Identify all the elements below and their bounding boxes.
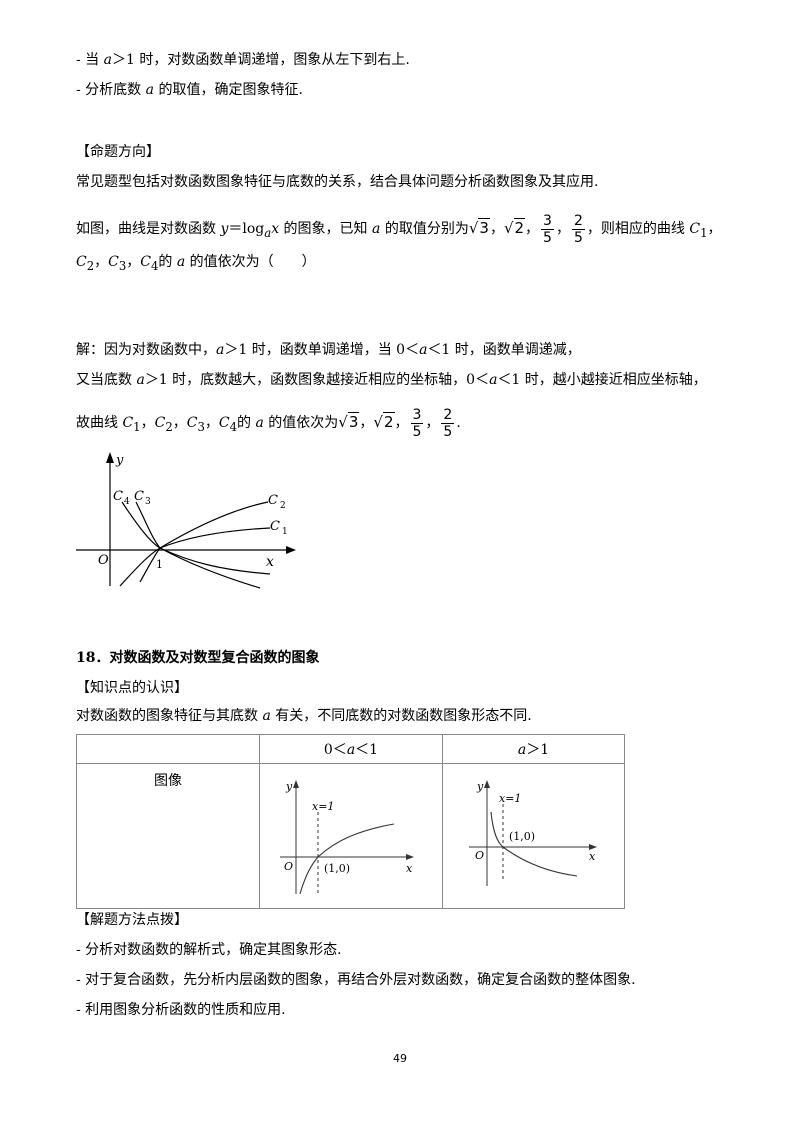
g2-label-o: O xyxy=(475,849,484,862)
g2-label-xeq: x=1 xyxy=(499,792,521,805)
knowledge-title: 【知识点的认识】 xyxy=(76,680,188,696)
solution-line-1: 解：因为对数函数中，a＞1 时，函数单调递增，当 0＜a＜1 时，函数单调递减， xyxy=(76,342,581,358)
label-c4-sub: 4 xyxy=(124,497,130,507)
method-title: 【解题方法点拨】 xyxy=(76,912,188,928)
g2-y-arrow xyxy=(484,780,490,788)
method-item-3: - 利用图象分析函数的性质和应用. xyxy=(76,1002,286,1018)
g1-label-xeq: x=1 xyxy=(312,800,334,813)
graph-decreasing: y x=1 O (1,0) x xyxy=(469,780,597,886)
page-number: 49 xyxy=(393,1052,407,1065)
g1-label-x: x xyxy=(406,862,413,875)
g1-x-arrow xyxy=(406,854,414,860)
graph-increasing: y x=1 O (1,0) x xyxy=(280,780,414,896)
sqrt-2: √2 xyxy=(503,218,526,237)
curve-c3 xyxy=(135,501,261,589)
label-origin: O xyxy=(98,553,109,568)
intro-line-1: - 当 a＞1 时，对数函数单调递增，图象从左下到右上. xyxy=(76,52,410,68)
section-18-title: 18．对数函数及对数型复合函数的图象 xyxy=(76,650,320,666)
label-c3-sub: 3 xyxy=(145,497,151,507)
g2-label-y: y xyxy=(476,780,484,793)
g1-label-y: y xyxy=(285,780,293,793)
intro-line-2: - 分析底数 a 的取值，确定图象特征. xyxy=(76,82,303,98)
sqrt-3: √3 xyxy=(338,412,360,431)
question-line-1: 如图，曲线是对数函数 y＝logax 的图象，已知 a 的取值分别为√3，√2，… xyxy=(76,212,722,246)
sqrt-2: √2 xyxy=(373,412,395,431)
g2-curve xyxy=(490,811,578,877)
label-c3: C xyxy=(134,489,144,504)
method-item-1: - 分析对数函数的解析式，确定其图象形态. xyxy=(76,942,342,958)
g2-label-pt: (1,0) xyxy=(509,830,535,843)
label-one: 1 xyxy=(156,558,163,571)
direction-title: 【命题方向】 xyxy=(76,144,160,160)
curve-c1 xyxy=(139,527,271,583)
solution-line-2: 又当底数 a＞1 时，底数越大，函数图象越接近相应的坐标轴，0＜a＜1 时，越小… xyxy=(76,372,707,388)
curve-c4 xyxy=(121,501,271,575)
row-label-cell: 图像 xyxy=(76,763,260,909)
label-c1-sub: 1 xyxy=(282,527,288,537)
question-line-2: C2，C3，C4的 a 的值依次为（ ） xyxy=(76,254,316,273)
y-axis-arrow xyxy=(106,452,114,463)
graph-cell-1: y x=1 O (1,0) x xyxy=(259,763,443,909)
label-c2: C xyxy=(268,493,278,508)
label-c2-sub: 2 xyxy=(280,501,286,511)
header-empty xyxy=(76,734,260,764)
graph-table: 0＜a＜1 a＞1 图像 y x=1 O (1,0) x xyxy=(76,734,625,909)
row-label: 图像 xyxy=(154,773,182,789)
knowledge-desc: 对数函数的图象特征与其底数 a 有关，不同底数的对数函数图象形态不同. xyxy=(76,708,532,724)
x-axis-arrow xyxy=(286,546,296,554)
g2-x-arrow xyxy=(589,844,597,850)
header-base-greater-than-1: a＞1 xyxy=(442,734,625,764)
label-x: x xyxy=(266,554,274,570)
curve-c2 xyxy=(119,501,269,587)
direction-text: 常见题型包括对数函数图象特征与底数的关系，结合具体问题分析函数图象及其应用. xyxy=(76,174,599,190)
g2-label-x: x xyxy=(589,850,596,863)
g1-y-arrow xyxy=(293,780,299,788)
label-c1: C xyxy=(270,519,280,534)
g1-label-o: O xyxy=(284,860,293,873)
log-curves-figure: y x O 1 C 4 C 3 C 2 C 1 xyxy=(76,452,296,589)
sqrt-3: √3 xyxy=(468,218,490,237)
header-base-less-than-1: 0＜a＜1 xyxy=(259,734,443,764)
g1-label-pt: (1,0) xyxy=(324,862,350,875)
label-c4: C xyxy=(113,489,123,504)
label-y: y xyxy=(115,453,124,468)
graph-cell-2: y x=1 O (1,0) x xyxy=(442,763,625,909)
g1-curve xyxy=(299,823,395,895)
method-item-2: - 对于复合函数，先分析内层函数的图象，再结合外层对数函数，确定复合函数的整体图… xyxy=(76,972,636,988)
